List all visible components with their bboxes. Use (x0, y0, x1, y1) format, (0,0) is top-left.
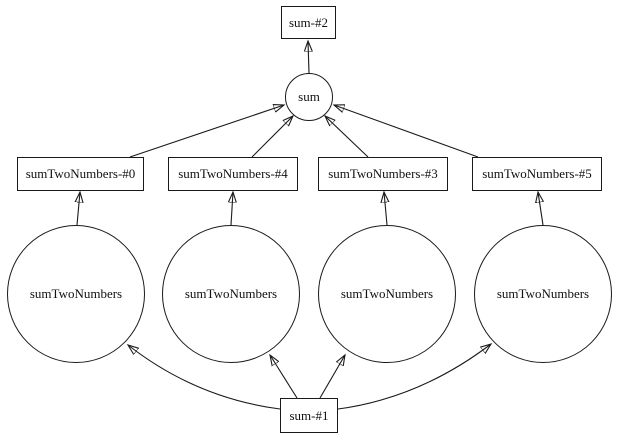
edge-call-3-to-sumTwoNumbers-5 (538, 192, 543, 226)
node-sumTwoNumbers-4: sumTwoNumbers-#4 (168, 157, 298, 191)
node-sumTwoNumbers-call-1: sumTwoNumbers (162, 225, 300, 363)
edge-sum-to-sum-2 (308, 41, 309, 74)
node-sumTwoNumbers-call-3: sumTwoNumbers (474, 225, 612, 363)
node-sumTwoNumbers-3: sumTwoNumbers-#3 (318, 157, 448, 191)
edge-call-0-to-sumTwoNumbers-0 (77, 192, 80, 226)
edge-sumTwoNumbers-4-to-sum (251, 116, 293, 158)
edge-sumTwoNumbers-5-to-sum (334, 105, 479, 158)
edge-sum-1-to-call-2 (319, 355, 345, 399)
node-sumTwoNumbers-call-2: sumTwoNumbers (318, 225, 456, 363)
edge-call-2-to-sumTwoNumbers-3 (384, 192, 387, 226)
edge-sum-1-to-call-1 (270, 355, 298, 399)
node-sumTwoNumbers-5: sumTwoNumbers-#5 (472, 157, 602, 191)
node-sumTwoNumbers-0: sumTwoNumbers-#0 (17, 157, 144, 191)
edge-sumTwoNumbers-0-to-sum (129, 105, 284, 158)
node-sum-2: sum-#2 (281, 6, 336, 39)
node-sum: sum (285, 73, 333, 121)
edge-sumTwoNumbers-3-to-sum (325, 116, 369, 158)
node-sum-1: sum-#1 (280, 398, 338, 433)
node-sumTwoNumbers-call-0: sumTwoNumbers (7, 225, 145, 363)
edge-call-1-to-sumTwoNumbers-4 (231, 192, 233, 226)
